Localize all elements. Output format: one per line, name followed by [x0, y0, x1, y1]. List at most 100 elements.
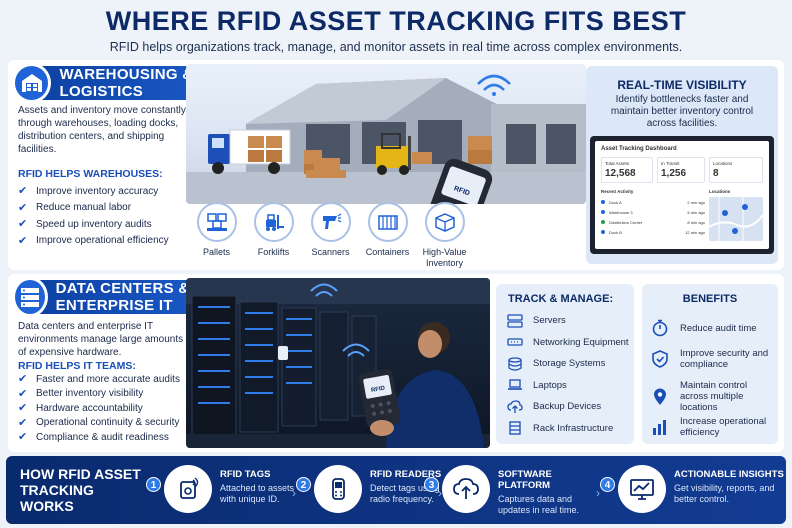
asset-item: High-Value Inventory — [418, 202, 471, 269]
check-icon: ✔ — [18, 416, 28, 429]
arrow-right-icon: › — [596, 486, 600, 500]
forklift-icon — [253, 202, 294, 242]
list-item: ✔Better inventory visibility — [18, 387, 144, 400]
list-item: ✔Operational continuity & security — [18, 416, 180, 429]
step-rfid-readers: 2 RFID READERS Detect tags using radio f… — [296, 465, 450, 513]
reader-screen-label: RFID — [371, 385, 386, 393]
list-item: ✔Reduce manual labor — [18, 201, 132, 214]
how-it-works-title: HOW RFID ASSET TRACKING WORKS — [20, 466, 141, 514]
list-item: Laptops — [506, 375, 629, 397]
check-icon: ✔ — [18, 402, 28, 415]
dashboard-title: Asset Tracking Dashboard — [601, 146, 677, 152]
datacenters-helps-list: ✔Faster and more accurate audits ✔Better… — [18, 372, 180, 445]
datacenters-helps-heading: RFID HELPS IT TEAMS: — [18, 360, 136, 372]
locations-heading: Locations — [709, 189, 731, 194]
track-manage-panel: TRACK & MANAGE: Servers Networking Equip… — [496, 284, 634, 444]
check-icon: ✔ — [18, 387, 28, 400]
step-description: Detect tags using radio frequency. — [370, 483, 440, 504]
status-dot-icon — [601, 210, 605, 214]
warehousing-helps-list: ✔Improve inventory accuracy ✔Reduce manu… — [18, 183, 169, 249]
datacenters-description: Data centers and enterprise IT environme… — [18, 321, 184, 358]
status-dot-icon — [601, 230, 605, 234]
list-item: ✔Faster and more accurate audits — [18, 373, 180, 386]
rack-icon — [506, 421, 524, 435]
shield-icon — [650, 349, 670, 369]
asset-item: Pallets — [190, 202, 243, 269]
list-item: ✔Improve inventory accuracy — [18, 185, 159, 198]
server-rack-icon — [12, 277, 48, 317]
stat-card: Total Assets 12,568 — [601, 157, 653, 183]
pallet-icon — [196, 202, 237, 242]
rfid-tag-icon — [164, 465, 212, 513]
scanner-icon — [310, 202, 351, 242]
stopwatch-icon — [650, 318, 670, 338]
check-icon: ✔ — [18, 431, 28, 444]
check-icon: ✔ — [18, 373, 28, 386]
page-subtitle: RFID helps organizations track, manage, … — [109, 40, 683, 54]
benefits-panel: BENEFITS Reduce audit time Improve secur… — [642, 284, 778, 444]
asset-item: Forklifts — [247, 202, 300, 269]
monitor-chart-icon — [618, 465, 666, 513]
list-item: Servers — [506, 310, 629, 332]
step-description: Get visibility, reports, and better cont… — [674, 483, 775, 504]
asset-item: Containers — [361, 202, 414, 269]
visibility-heading: REAL-TIME VISIBILITY — [617, 78, 747, 92]
track-heading: TRACK & MANAGE: — [508, 293, 614, 305]
datacenters-banner-title: DATA CENTERS & ENTERPRISE IT — [55, 280, 190, 314]
page-title: WHERE RFID ASSET TRACKING FITS BEST — [105, 6, 687, 36]
list-item: ✔Improve operational efficiency — [18, 234, 169, 247]
list-item: Rack Infrastructure — [506, 418, 629, 440]
step-number: 2 — [296, 477, 311, 492]
step-number: 3 — [424, 477, 439, 492]
location-map — [708, 197, 764, 241]
dashboard-monitor: Asset Tracking Dashboard Total Assets 12… — [590, 136, 774, 254]
arrow-right-icon: › — [292, 486, 296, 500]
arrow-right-icon: › — [438, 486, 442, 500]
warehousing-banner-title: WAREHOUSING & LOGISTICS — [59, 66, 194, 100]
rfid-reader-icon — [314, 465, 362, 513]
warehouse-icon — [12, 63, 52, 103]
check-icon: ✔ — [18, 234, 28, 247]
track-list: Servers Networking Equipment Storage Sys… — [506, 310, 629, 439]
how-it-works-banner: HOW RFID ASSET TRACKING WORKS 1 RFID TAG… — [6, 456, 786, 524]
list-item: Backup Devices — [506, 396, 629, 418]
step-rfid-tags: 1 RFID TAGS Attached to assets with uniq… — [146, 465, 300, 513]
step-software-platform: 3 SOFTWARE PLATFORM Captures data and up… — [424, 465, 598, 516]
datacenter-illustration: RFID — [186, 278, 490, 448]
benefit-item: Reduce audit time — [650, 318, 774, 338]
step-actionable-insights: 4 ACTIONABLE INSIGHTS Get visibility, re… — [600, 465, 784, 513]
list-item: ✔Speed up inventory audits — [18, 218, 152, 231]
visibility-description: Identify bottlenecks faster and maintain… — [610, 94, 754, 129]
container-icon — [367, 202, 408, 242]
box-icon — [424, 202, 465, 242]
warehousing-helps-heading: RFID HELPS WAREHOUSES: — [18, 168, 163, 180]
cloud-backup-icon — [506, 400, 524, 414]
benefit-item: Improve security and compliance — [650, 348, 774, 370]
warehouse-illustration: RFID — [186, 64, 586, 204]
step-title: RFID TAGS — [220, 469, 271, 480]
step-title: SOFTWARE PLATFORM — [498, 469, 552, 491]
real-time-visibility-panel: REAL-TIME VISIBILITY Identify bottleneck… — [586, 66, 778, 264]
list-item: Storage Systems — [506, 353, 629, 375]
step-description: Captures data and updates in real time. — [498, 494, 580, 515]
step-title: RFID READERS — [370, 469, 442, 480]
server-icon — [506, 314, 524, 328]
location-pin-icon — [650, 387, 670, 407]
step-number: 1 — [146, 477, 161, 492]
step-number: 4 — [600, 477, 615, 492]
stat-card: Locations 8 — [709, 157, 763, 183]
storage-icon — [506, 357, 524, 371]
warehousing-description: Assets and inventory move constantly thr… — [18, 105, 186, 155]
list-item: Networking Equipment — [506, 332, 629, 354]
laptop-icon — [506, 378, 524, 392]
benefit-item: Increase operational efficiency — [650, 416, 774, 438]
check-icon: ✔ — [18, 201, 28, 214]
step-title: ACTIONABLE INSIGHTS — [674, 469, 784, 480]
activity-heading: Recent Activity — [601, 189, 634, 194]
step-description: Attached to assets with unique ID. — [220, 483, 295, 504]
